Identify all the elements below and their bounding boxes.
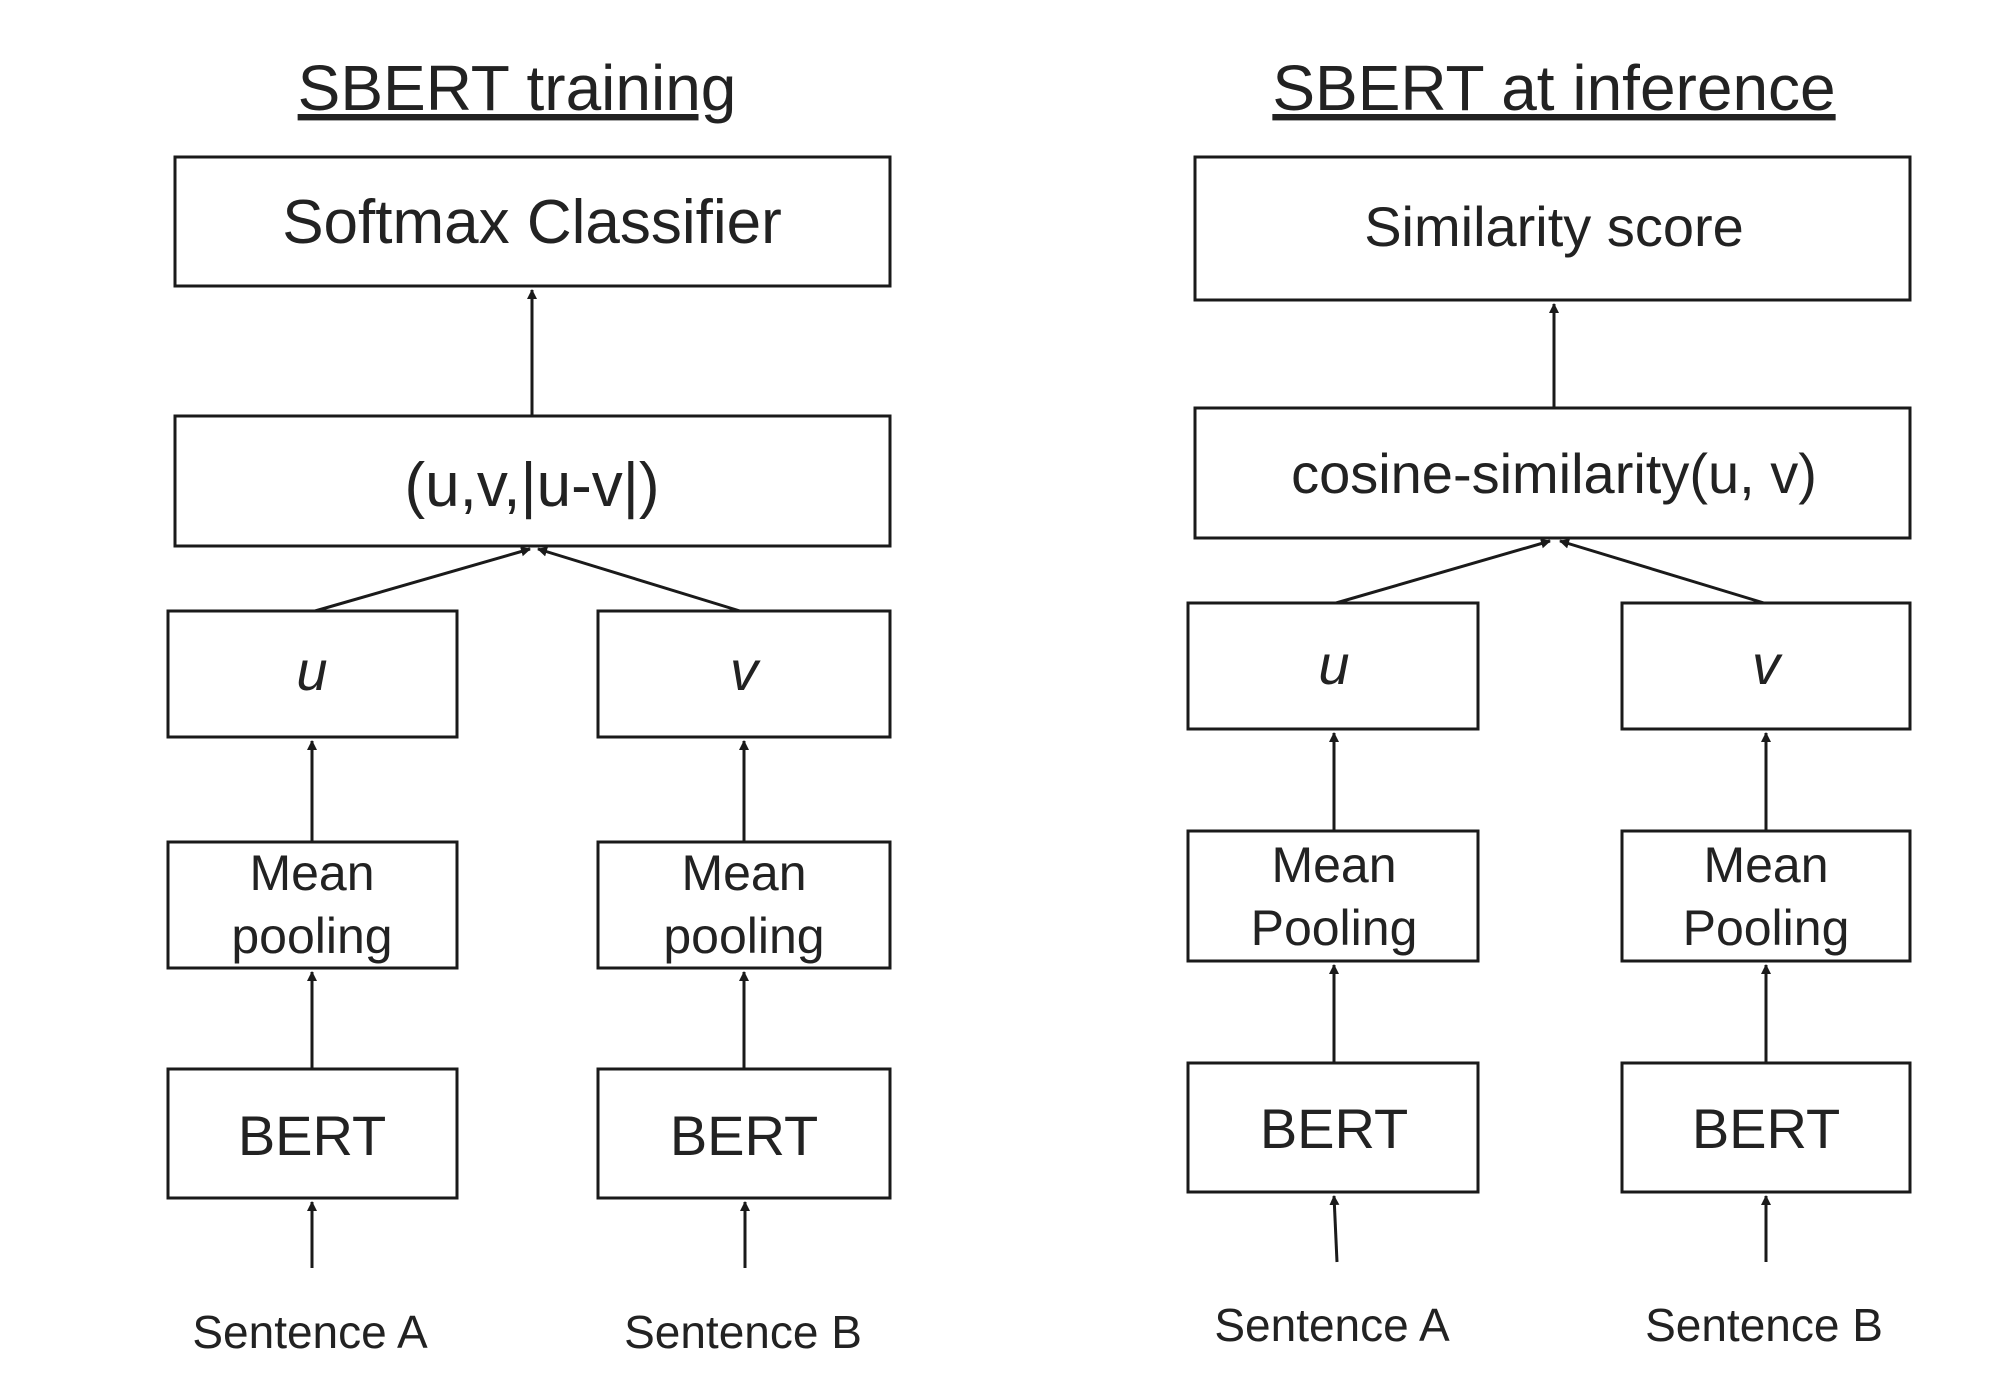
cosine-similarity-box: cosine-similarity(u, v)	[1193, 406, 1912, 540]
arrow-v-to-concat	[537, 546, 741, 613]
inference-bert-b-box: BERT	[1620, 1061, 1912, 1194]
pooling-b-line1: Mean	[681, 845, 806, 901]
bert-b-label: BERT	[670, 1104, 818, 1167]
embedding-v-box: v	[596, 609, 892, 739]
inference-bert-b-label: BERT	[1692, 1097, 1840, 1160]
inference-embedding-u-box: u	[1186, 601, 1480, 731]
similarity-score-label: Similarity score	[1364, 195, 1744, 258]
softmax-classifier-box: Softmax Classifier	[173, 155, 892, 288]
cosine-similarity-label: cosine-similarity(u, v)	[1291, 442, 1817, 505]
similarity-score-box: Similarity score	[1193, 155, 1912, 302]
inference-bert-a-box: BERT	[1186, 1061, 1480, 1194]
arrow-inference-v-to-cosine	[1559, 538, 1765, 605]
embedding-u-box: u	[166, 609, 459, 739]
bert-b-box: BERT	[596, 1067, 892, 1200]
pooling-b-box: Mean pooling	[596, 840, 892, 970]
inference-pooling-a-line1: Mean	[1271, 837, 1396, 893]
arrow-inference-input-a-to-bert	[1329, 1195, 1340, 1263]
pooling-a-line2: pooling	[231, 908, 392, 964]
inference-input-a: Sentence A	[1214, 1299, 1450, 1351]
softmax-classifier-label: Softmax Classifier	[282, 188, 782, 257]
concat-label: (u,v,|u-v|)	[405, 451, 660, 520]
inference-input-b: Sentence B	[1645, 1299, 1883, 1351]
embedding-u-label: u	[296, 639, 327, 702]
pooling-b-line2: pooling	[663, 908, 824, 964]
embedding-v-label: v	[730, 639, 761, 702]
inference-bert-a-label: BERT	[1260, 1097, 1408, 1160]
inference-panel: SBERT at inference Similarity score cosi…	[1186, 52, 1912, 1351]
inference-embedding-u-label: u	[1318, 633, 1349, 696]
inference-pooling-a-line2: Pooling	[1251, 900, 1418, 956]
training-panel: SBERT training Softmax Classifier (u,v,|…	[166, 52, 892, 1358]
arrow-u-to-concat	[314, 546, 531, 613]
pooling-a-box: Mean pooling	[166, 840, 459, 970]
inference-embedding-v-label: v	[1752, 633, 1783, 696]
training-input-a: Sentence A	[192, 1306, 428, 1358]
pooling-a-line1: Mean	[249, 845, 374, 901]
training-input-b: Sentence B	[624, 1306, 862, 1358]
bert-a-label: BERT	[238, 1104, 386, 1167]
bert-a-box: BERT	[166, 1067, 459, 1200]
inference-pooling-b-line2: Pooling	[1683, 900, 1850, 956]
training-title: SBERT training	[298, 52, 737, 124]
inference-title: SBERT at inference	[1272, 52, 1835, 124]
concat-box: (u,v,|u-v|)	[173, 414, 892, 548]
inference-pooling-b-box: Mean Pooling	[1620, 829, 1912, 963]
inference-pooling-b-line1: Mean	[1703, 837, 1828, 893]
inference-pooling-a-box: Mean Pooling	[1186, 829, 1480, 963]
inference-embedding-v-box: v	[1620, 601, 1912, 731]
arrow-inference-u-to-cosine	[1335, 538, 1551, 605]
